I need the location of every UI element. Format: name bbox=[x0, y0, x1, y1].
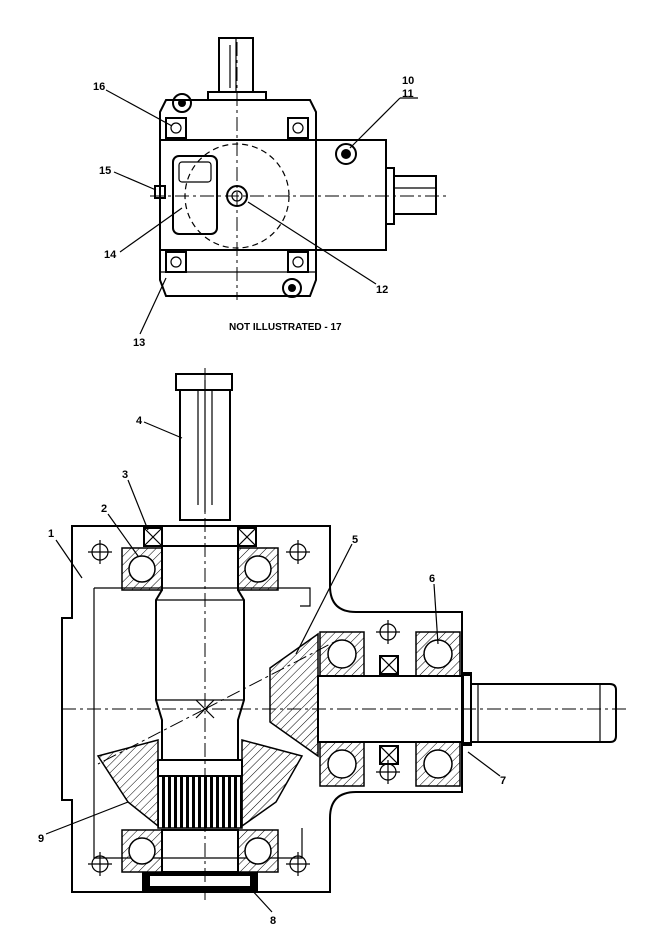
vertical-shaft bbox=[155, 545, 245, 761]
breather-bottom bbox=[282, 278, 302, 298]
callout-12: 12 bbox=[376, 284, 388, 296]
callout-16: 16 bbox=[93, 81, 105, 93]
callout-5: 5 bbox=[352, 534, 358, 546]
top-housing bbox=[159, 140, 317, 251]
seal-3 bbox=[143, 527, 257, 547]
bearing-2 bbox=[121, 547, 279, 591]
callout-8: 8 bbox=[270, 915, 276, 927]
plug-15 bbox=[154, 185, 166, 199]
plug-10-11 bbox=[335, 143, 357, 165]
callout-10: 10 bbox=[402, 75, 414, 87]
gear-spline bbox=[157, 775, 243, 829]
callout-14: 14 bbox=[104, 249, 117, 261]
bearing-horizontal-left bbox=[319, 631, 365, 787]
callout-1: 1 bbox=[48, 528, 54, 540]
callout-7: 7 bbox=[500, 775, 506, 787]
callout-15: 15 bbox=[99, 165, 111, 177]
bearing-lower bbox=[121, 829, 279, 873]
not-illustrated-note: NOT ILLUSTRATED - 17 bbox=[229, 322, 342, 333]
callout-9: 9 bbox=[38, 833, 44, 845]
input-shaft-4 bbox=[175, 373, 233, 391]
bearing-6 bbox=[415, 631, 461, 787]
bevel-gear-9-right bbox=[241, 739, 304, 828]
breather-top bbox=[172, 93, 192, 113]
top-view: 16 15 14 13 12 10 11 NOT ILLUSTRATED - 1… bbox=[93, 37, 446, 349]
bevel-gear-9-left bbox=[96, 739, 159, 828]
top-output-shaft bbox=[393, 175, 437, 215]
spacer-seals bbox=[379, 655, 399, 765]
callout-4: 4 bbox=[136, 415, 143, 427]
callout-6: 6 bbox=[429, 573, 435, 585]
housing-bolts bbox=[88, 540, 400, 876]
callout-2: 2 bbox=[101, 503, 107, 515]
top-side-housing bbox=[316, 139, 387, 251]
top-inspection-cover bbox=[172, 155, 218, 235]
pinion-gear-5 bbox=[269, 632, 319, 758]
callout-11: 11 bbox=[402, 88, 414, 100]
output-shaft bbox=[472, 683, 617, 743]
section-view: 1 2 3 4 5 6 7 8 9 bbox=[38, 368, 630, 927]
callout-3: 3 bbox=[122, 469, 128, 481]
flange-bolts bbox=[165, 117, 309, 273]
callout-13: 13 bbox=[133, 337, 145, 349]
